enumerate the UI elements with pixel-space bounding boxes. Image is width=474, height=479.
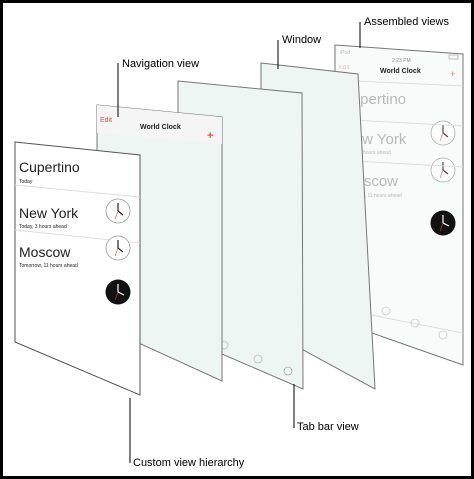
- nav-edit-button: Edit: [100, 117, 112, 124]
- tab-stopwatch-icon: [410, 318, 420, 328]
- status-carrier: iPod: [340, 50, 350, 56]
- nav-title: World Clock: [140, 124, 181, 131]
- custom-view-panel: Cupertino Today New York Today, 3 hours …: [14, 141, 141, 396]
- custom-city-3: Moscow: [19, 244, 71, 260]
- assembled-detail-3: Tomorrow, 11 hours ahead: [343, 193, 402, 199]
- tab-timer-icon: [283, 366, 293, 376]
- status-time: 2:23 PM: [392, 58, 411, 64]
- clock-icon: [430, 157, 456, 183]
- clock-icon: [104, 278, 132, 306]
- battery-icon: [448, 54, 459, 60]
- custom-detail-3: Tomorrow, 11 hours ahead: [19, 263, 78, 269]
- assembled-views-label: Assembled views: [364, 16, 449, 28]
- custom-detail-2: Today, 3 hours ahead: [19, 224, 67, 230]
- clock-icon: [429, 209, 457, 237]
- tab-alarm-icon: [381, 306, 391, 316]
- tab-timer-icon: [438, 330, 448, 340]
- diagram-canvas: iPod 2:23 PM World Clock Edit + Cupertin…: [3, 3, 471, 476]
- tab-bar-view-label: Tab bar view: [297, 421, 359, 433]
- assembled-add-button: +: [450, 69, 455, 79]
- nav-add-button: +: [207, 130, 213, 142]
- tab-stopwatch-icon: [253, 354, 263, 364]
- assembled-edit-button: Edit: [339, 65, 350, 71]
- assembled-nav-title: World Clock: [380, 68, 421, 75]
- clock-icon: [105, 235, 131, 261]
- custom-view-hierarchy-label: Custom view hierarchy: [133, 457, 245, 469]
- view-hierarchy-diagram: iPod 2:23 PM World Clock Edit + Cupertin…: [14, 16, 464, 469]
- custom-city-1: Cupertino: [19, 159, 80, 175]
- assembled-detail-2: Today, 3 hours ahead: [343, 150, 391, 156]
- custom-detail-1: Today: [19, 179, 33, 185]
- navigation-view-label: Navigation view: [122, 58, 199, 70]
- window-label: Window: [282, 34, 321, 46]
- clock-icon: [105, 198, 131, 224]
- custom-city-2: New York: [19, 205, 79, 221]
